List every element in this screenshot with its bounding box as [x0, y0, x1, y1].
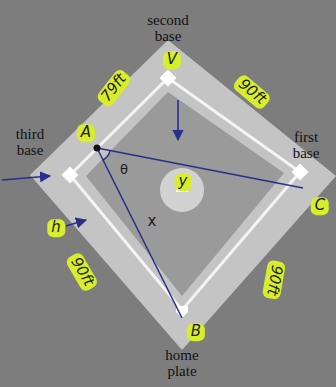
home-plate: [176, 306, 188, 318]
angle-arc: [103, 151, 110, 161]
infield-grass: [86, 92, 284, 296]
third-base-arrow: [2, 176, 50, 180]
handwritten-note: C: [311, 197, 329, 215]
handwritten-note: A: [77, 124, 95, 142]
base-name: home plate: [152, 348, 212, 380]
handwritten-note: V: [163, 51, 181, 69]
pitcher-mound: [160, 168, 204, 212]
distance-line-x: [97, 148, 182, 318]
handwritten-note: B: [187, 323, 205, 341]
first-base: [292, 164, 309, 181]
runner-dot: [94, 145, 101, 152]
base-name: third base: [5, 127, 55, 159]
handwritten-note: h: [47, 219, 65, 237]
handwritten-note: θ: [120, 163, 128, 177]
base-paths: [70, 78, 300, 310]
third-base: [62, 167, 79, 184]
handwritten-note: x: [148, 214, 157, 230]
distance-line-y: [97, 148, 303, 188]
second-base: [160, 70, 177, 87]
h-arrow: [66, 220, 86, 226]
base-name: first base: [281, 130, 331, 162]
velocity-arrow: [177, 100, 179, 140]
base-name: second base: [138, 13, 198, 45]
infield-dirt: [30, 40, 336, 350]
handwritten-note: y: [175, 173, 192, 191]
